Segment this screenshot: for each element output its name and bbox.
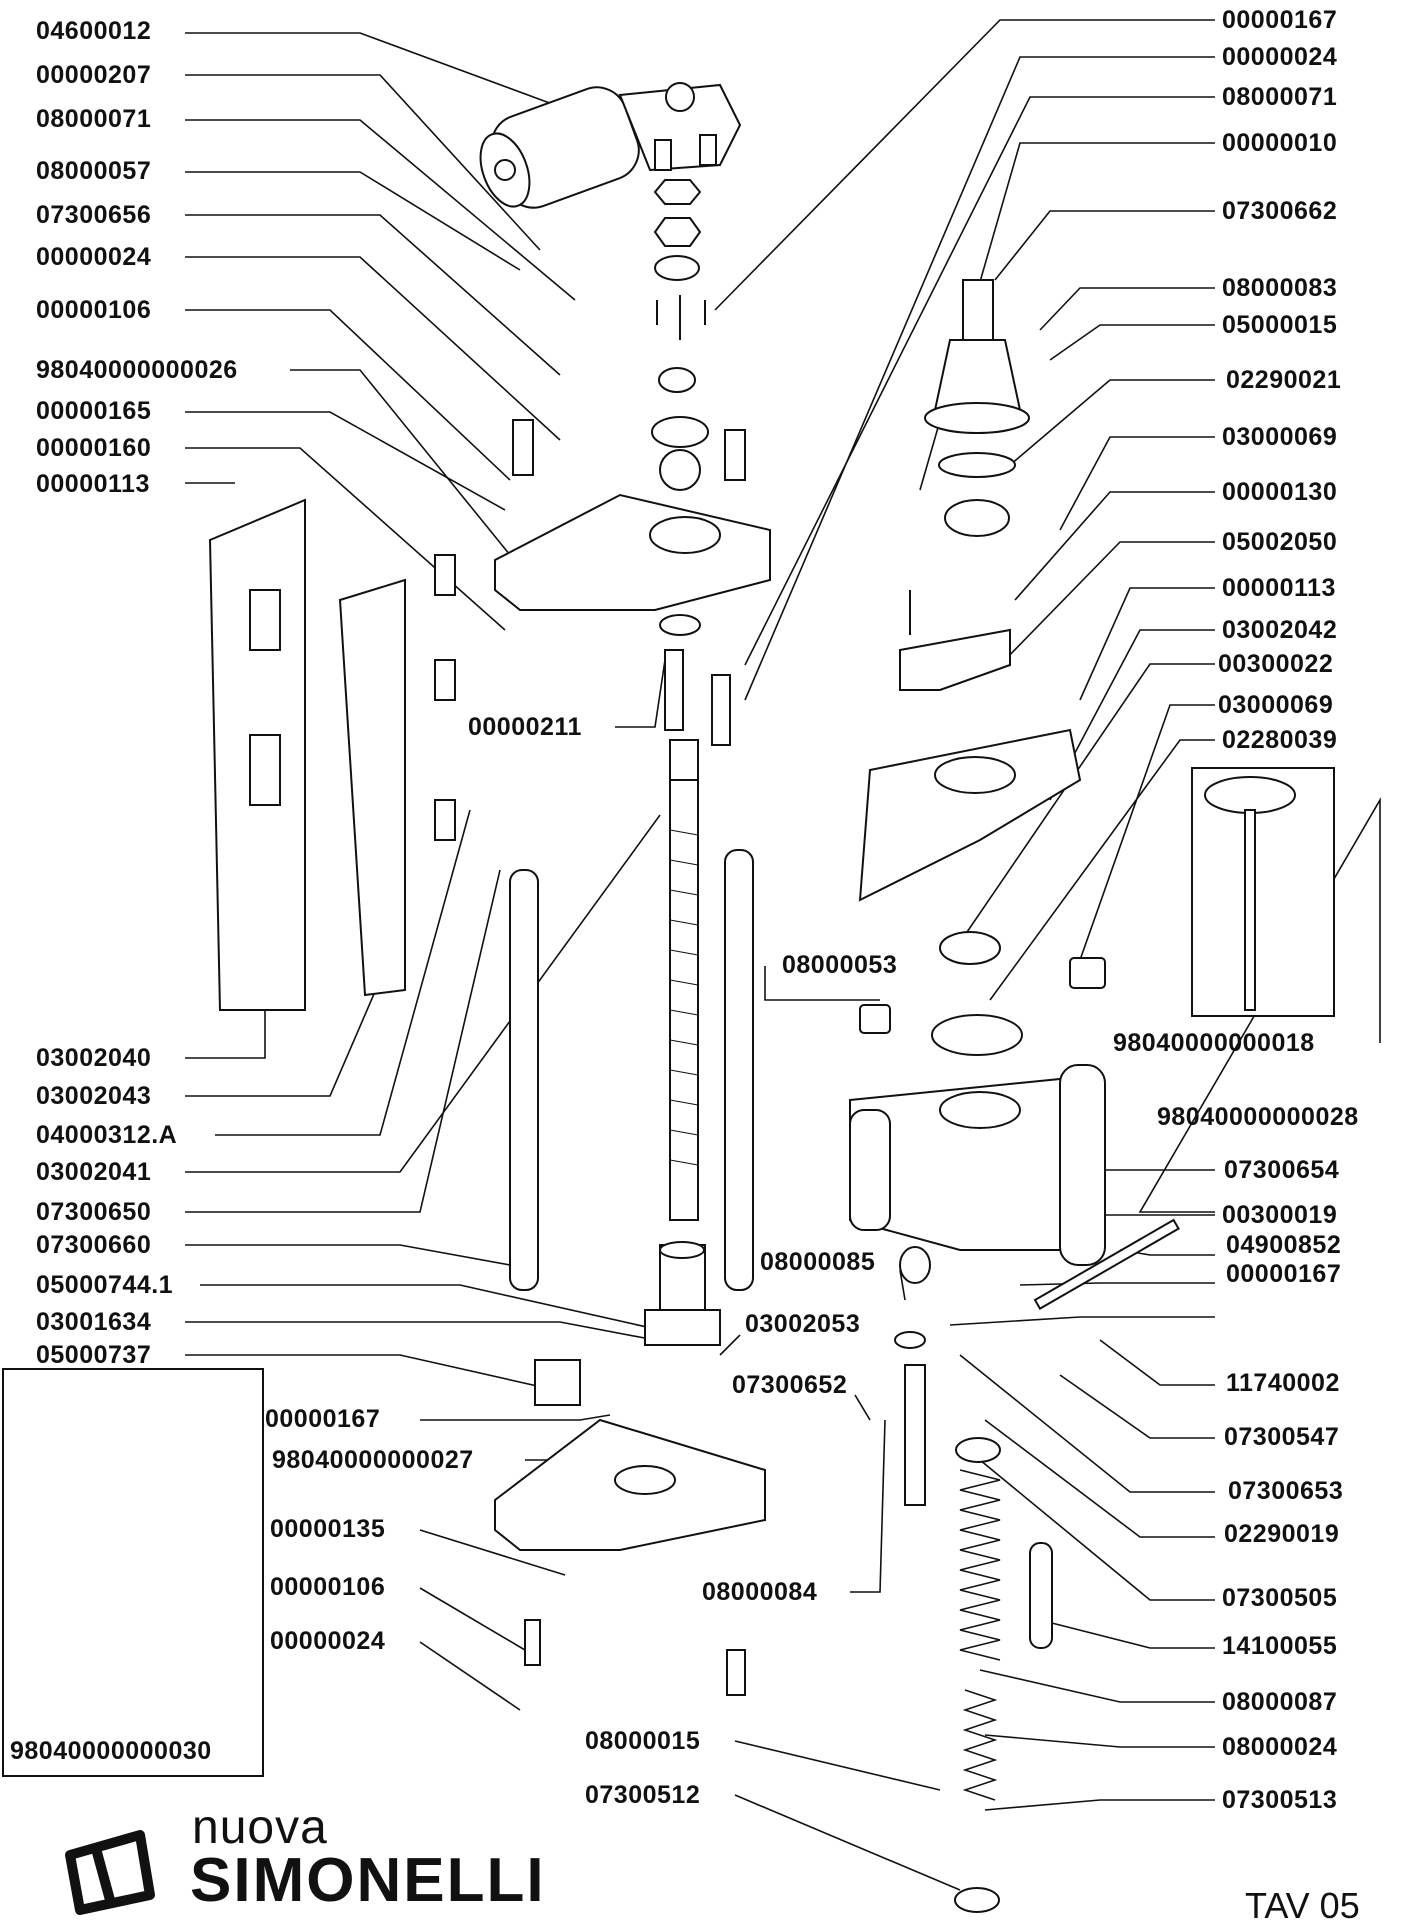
part-label: 00000106 (270, 1573, 386, 1601)
part-label: 02280039 (1222, 726, 1338, 754)
part-label: 03000069 (1222, 423, 1338, 451)
part-label: 08000087 (1222, 1688, 1338, 1716)
part-label: 00000160 (36, 434, 152, 462)
part-label: 07300513 (1222, 1786, 1338, 1814)
part-label: 07300656 (36, 201, 152, 229)
part-label: 08000057 (36, 157, 152, 185)
part-label: 03002042 (1222, 616, 1338, 644)
part-label: 07300547 (1224, 1423, 1340, 1451)
part-label: 07300505 (1222, 1584, 1338, 1612)
part-label: 00000024 (1222, 43, 1338, 71)
part-label: 00000024 (270, 1627, 386, 1655)
part-label: 98040000000027 (272, 1446, 474, 1474)
part-label: 03002041 (36, 1158, 152, 1186)
part-label: 07300650 (36, 1198, 152, 1226)
part-label: 05000744.1 (36, 1271, 174, 1299)
part-label: 00000211 (468, 713, 582, 741)
part-label: 00000113 (1222, 574, 1336, 602)
part-label: 00000135 (270, 1515, 386, 1543)
part-label: 07300662 (1222, 197, 1338, 225)
part-label: 00000010 (1222, 129, 1338, 157)
part-label: 08000071 (36, 105, 152, 133)
part-label: 00000167 (265, 1405, 381, 1433)
brand-name-line1: nuova (192, 1801, 328, 1854)
brand-name-line2: SIMONELLI (190, 1846, 546, 1915)
part-label: 04000312.A (36, 1121, 178, 1149)
part-label: 05000015 (1222, 311, 1338, 339)
part-label: 05002050 (1222, 528, 1338, 556)
part-label: 02290021 (1226, 366, 1342, 394)
part-label: 00000024 (36, 243, 152, 271)
part-label: 07300660 (36, 1231, 152, 1259)
part-label: 04900852 (1226, 1231, 1342, 1259)
part-label: 07300654 (1224, 1156, 1340, 1184)
part-label: 03001634 (36, 1308, 152, 1336)
part-label: 03002043 (36, 1082, 152, 1110)
part-label: 00000207 (36, 61, 152, 89)
part-label: 07300652 (732, 1371, 848, 1399)
part-label: 14100055 (1222, 1632, 1338, 1660)
part-label: 08000083 (1222, 274, 1338, 302)
part-label: 00000167 (1222, 6, 1338, 34)
part-label: 08000024 (1222, 1733, 1338, 1761)
part-label: 00000165 (36, 397, 152, 425)
part-label: 00000113 (36, 470, 150, 498)
part-label: 00000106 (36, 296, 152, 324)
sheet-code: TAV 05 (1245, 1885, 1360, 1926)
part-label: 00000130 (1222, 478, 1338, 506)
assembled-view-inset (2, 1368, 264, 1777)
part-label: 98040000000028 (1157, 1103, 1359, 1131)
part-label: 07300653 (1228, 1477, 1344, 1505)
part-label: 98040000000026 (36, 356, 238, 384)
part-label: 02290019 (1224, 1520, 1340, 1548)
part-label: 08000015 (585, 1727, 701, 1755)
part-label: 00300019 (1222, 1201, 1338, 1229)
part-label: 05000737 (36, 1341, 152, 1369)
part-label: 04600012 (36, 17, 152, 45)
part-label: 00000167 (1226, 1260, 1342, 1288)
part-label: 03002053 (745, 1310, 861, 1338)
part-label: 08000053 (782, 951, 898, 979)
part-label: 11740002 (1226, 1369, 1340, 1397)
part-label: 03000069 (1218, 691, 1334, 719)
part-label: 07300512 (585, 1781, 701, 1809)
part-label: 98040000000018 (1113, 1029, 1315, 1057)
part-label: 08000085 (760, 1248, 876, 1276)
part-label: 00300022 (1218, 650, 1334, 678)
part-label: 08000071 (1222, 83, 1338, 111)
part-label: 03002040 (36, 1044, 152, 1072)
part-label: 08000084 (702, 1578, 818, 1606)
inset-part-label: 98040000000030 (10, 1737, 212, 1765)
